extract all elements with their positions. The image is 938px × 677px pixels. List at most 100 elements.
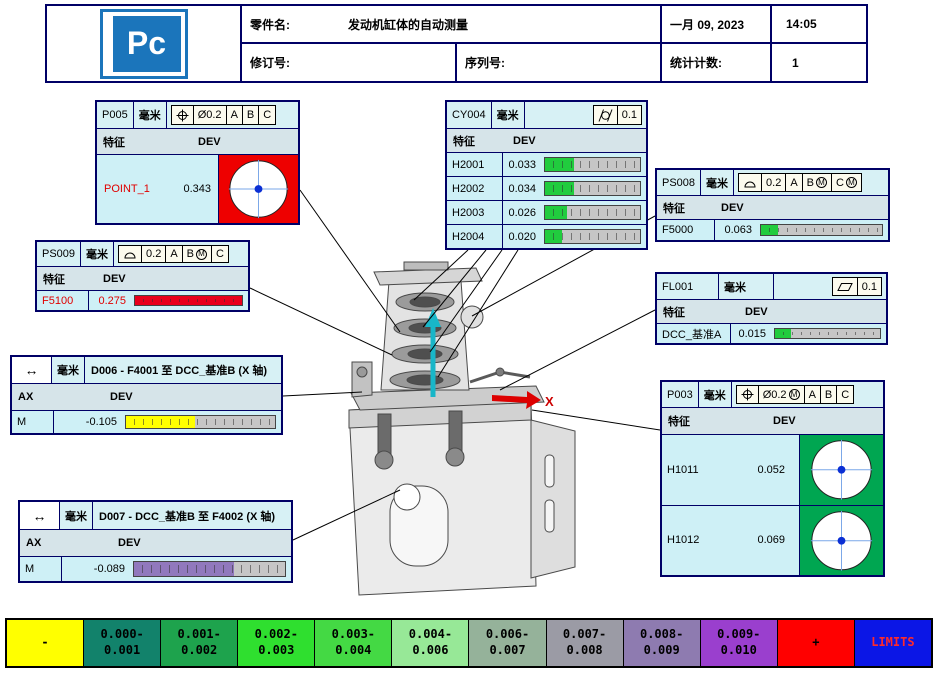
deviation-color-legend: - 0.000- 0.001 0.001- 0.002 0.002- 0.003…	[5, 618, 933, 668]
gdt-datum-c: C	[216, 248, 224, 260]
axis-name: M	[12, 411, 54, 433]
legend-label: 0.006- 0.007	[485, 627, 530, 657]
column-header-row: 特征 DEV	[662, 407, 883, 434]
column-header-row: 特征 DEV	[447, 128, 646, 152]
feature-row: M -0.089	[20, 556, 291, 581]
feature-name: H2004	[447, 225, 503, 248]
part-name-cell: 零件名: 发动机缸体的自动测量	[242, 6, 662, 42]
column-header-row: 特征 DEV	[97, 128, 298, 154]
gdt-datum-b-letter: B	[806, 176, 815, 189]
callout-d006[interactable]: ↔ 毫米 D006 - F4001 至 DCC_基准B (X 轴) AX DEV…	[10, 355, 283, 435]
callout-header: P003 毫米 Ø0.2 M A B C	[662, 382, 883, 407]
legend-cell-minus: -	[7, 620, 85, 666]
gdt-frame: Ø0.2 A B C	[170, 105, 277, 125]
feature-name: H2002	[447, 177, 503, 200]
position-icon	[737, 386, 759, 403]
dev-bar-fill	[545, 158, 574, 171]
dev-value: 0.063	[724, 224, 752, 236]
feature-row: H2002 0.034	[447, 176, 646, 200]
legend-cell-8: 0.008- 0.009	[623, 620, 701, 666]
probe-axis-arrow	[425, 308, 441, 397]
unit-label: 毫米	[699, 382, 732, 407]
feature-row: H2003 0.026	[447, 200, 646, 224]
unit-label: 毫米	[719, 274, 774, 299]
feature-name: POINT_1	[104, 183, 150, 195]
unit-label: 毫米	[81, 242, 115, 266]
feature-id: P005	[97, 102, 134, 128]
gdt-frame: 0.1	[592, 105, 642, 125]
stats-value: 1	[792, 55, 799, 70]
logo-cell: Pc	[47, 6, 242, 81]
dev-bar	[133, 561, 286, 577]
dev-header: DEV	[513, 134, 536, 147]
header-row-1: 零件名: 发动机缸体的自动测量 一月 09, 2023 14:05	[242, 6, 866, 44]
feature-name: F5000	[657, 220, 715, 240]
feature-id: P003	[662, 382, 699, 407]
part-name-value: 发动机缸体的自动测量	[348, 17, 469, 32]
legend-label: LIMITS	[871, 635, 915, 650]
gdt-datum-a: A	[805, 386, 821, 403]
position-target-graphic	[799, 435, 883, 505]
feature-name: H2003	[447, 201, 503, 224]
callout-ps009[interactable]: PS009 毫米 0.2 A B M C 特征 DEV F5100 0.275	[35, 240, 250, 312]
callout-header: ↔ 毫米 D006 - F4001 至 DCC_基准B (X 轴)	[12, 357, 281, 383]
dev-header: DEV	[198, 135, 221, 148]
dev-value: 0.343	[183, 183, 211, 195]
unit-label: 毫米	[701, 170, 735, 195]
feature-name: H1011	[667, 463, 699, 476]
callout-cy004[interactable]: CY004 毫米 0.1 特征 DEV H2001 0.033 H2002 0.…	[445, 100, 648, 250]
dev-bar-fill	[135, 296, 242, 305]
surface-profile-icon	[119, 246, 143, 262]
legend-cell-9: 0.009- 0.010	[700, 620, 778, 666]
legend-label: +	[812, 635, 820, 650]
unit-label: 毫米	[52, 357, 85, 383]
callout-d007[interactable]: ↔ 毫米 D007 - DCC_基准B 至 F4002 (X 轴) AX DEV…	[18, 500, 293, 583]
column-header-row: AX DEV	[12, 383, 281, 410]
legend-label: 0.009- 0.010	[717, 627, 761, 657]
dev-bar	[774, 328, 881, 339]
legend-label: 0.001- 0.002	[177, 627, 221, 657]
material-modifier-m-icon: M	[816, 177, 828, 188]
dev-header: DEV	[745, 305, 768, 318]
gdt-datum-b-letter: B	[186, 248, 195, 260]
feature-row: H1011 0.052	[662, 434, 883, 505]
flatness-icon	[833, 278, 858, 295]
gdt-tolerance-value: Ø0.2	[762, 388, 787, 401]
dev-bar-fill	[545, 230, 563, 243]
column-header-row: 特征 DEV	[657, 299, 886, 323]
gdt-datum-a: A	[227, 106, 243, 124]
gdt-tolerance: 0.1	[621, 109, 637, 121]
legend-cell-4: 0.003- 0.004	[315, 620, 393, 666]
axis-header: AX	[26, 537, 42, 549]
legend-cell-1: 0.000- 0.001	[84, 620, 162, 666]
gdt-tolerance: Ø0.2	[194, 106, 227, 124]
surface-profile-icon	[739, 174, 763, 191]
revision-label: 修订号:	[242, 44, 457, 81]
legend-label: 0.007- 0.008	[562, 627, 607, 657]
callout-header: PS008 毫米 0.2 A B M C M	[657, 170, 888, 195]
gdt-frame: Ø0.2 M A B C	[735, 385, 855, 404]
feature-name: H2001	[447, 153, 503, 176]
feature-header: 特征	[663, 202, 685, 215]
x-axis-arrow: X	[492, 391, 554, 409]
callout-p003[interactable]: P003 毫米 Ø0.2 M A B C 特征 DEV H1011 0.052	[660, 380, 885, 577]
callout-header: ↔ 毫米 D007 - DCC_基准B 至 F4002 (X 轴)	[20, 502, 291, 529]
feature-row: F5000 0.063	[657, 219, 888, 240]
dev-bar	[544, 181, 641, 196]
feature-id: CY004	[447, 102, 492, 128]
dev-bar-fill	[126, 416, 195, 428]
dev-value: 0.052	[757, 463, 785, 476]
feature-header: 特征	[453, 135, 475, 148]
callout-ps008[interactable]: PS008 毫米 0.2 A B M C M 特征 DEV	[655, 168, 890, 242]
cmm-model-3d	[348, 261, 576, 596]
callout-fl001[interactable]: FL001 毫米 0.1 特征 DEV DCC_基准A 0.015	[655, 272, 888, 345]
dev-bar	[544, 205, 641, 220]
callout-header: FL001 毫米 0.1	[657, 274, 886, 299]
legend-cell-2: 0.001- 0.002	[161, 620, 239, 666]
dev-bar-fill	[134, 562, 234, 576]
dev-value: 0.275	[98, 294, 126, 307]
material-modifier-m-icon: M	[845, 177, 857, 188]
logo-text: Pc	[112, 15, 181, 72]
callout-p005[interactable]: P005 毫米 Ø0.2 A B C 特征 DEV POINT_1 0.343	[95, 100, 300, 225]
